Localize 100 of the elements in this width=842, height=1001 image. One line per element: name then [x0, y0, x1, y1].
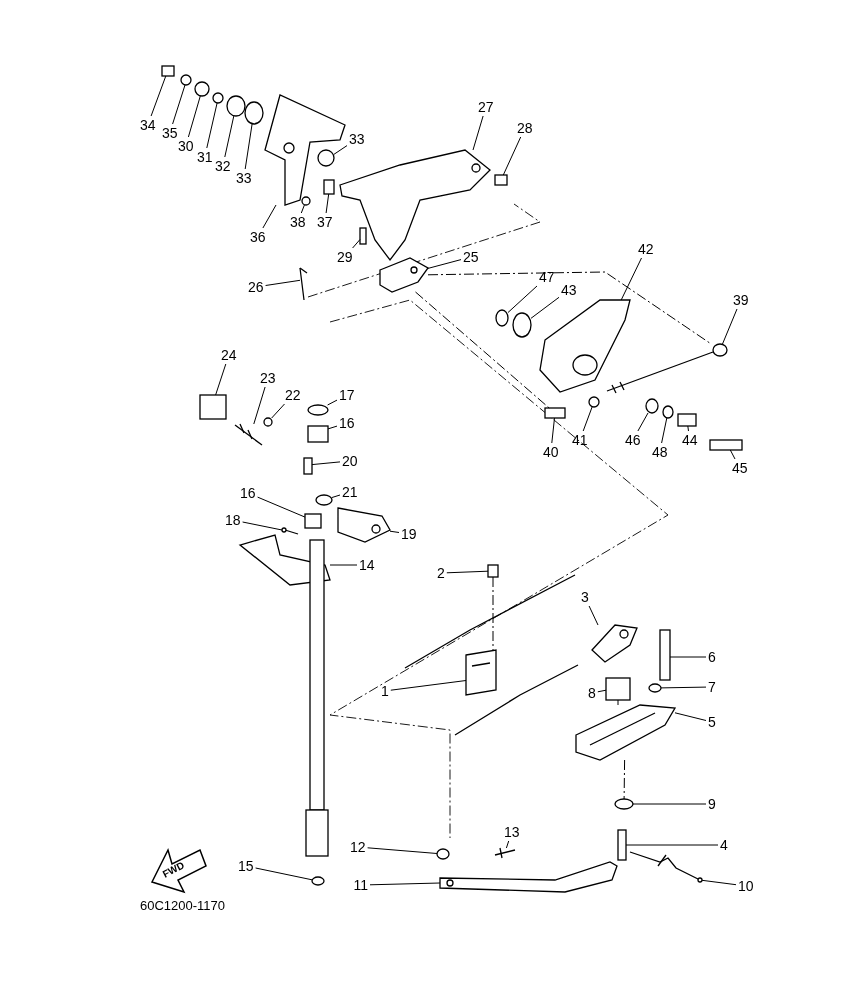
callout-number: 24: [221, 347, 237, 363]
washer-drawing: [662, 405, 674, 419]
leader-line: [242, 521, 283, 531]
bushing-drawing: [226, 95, 246, 117]
leader-line: [150, 75, 167, 117]
clip-drawing: [494, 847, 516, 859]
callout-number: 42: [638, 241, 654, 257]
washer-drawing: [301, 196, 311, 206]
bolt-drawing: [487, 564, 499, 578]
callout-number: 5: [708, 714, 716, 730]
callout-number: 48: [652, 444, 668, 460]
callout-number: 7: [708, 679, 716, 695]
leader-line: [701, 879, 737, 886]
nut-drawing: [588, 396, 600, 408]
leader-line: [265, 279, 301, 286]
lever-drawing: [439, 861, 618, 893]
callout-number: 21: [342, 484, 358, 500]
callout-number: 9: [708, 796, 716, 812]
pin-drawing: [281, 527, 299, 535]
bolt-drawing: [323, 179, 335, 195]
assembly-line: [617, 699, 619, 706]
leader-line: [300, 204, 305, 214]
assembly-line: [623, 759, 626, 800]
callout-number: 34: [140, 117, 156, 133]
leader-line: [582, 406, 593, 432]
washer-drawing: [212, 92, 224, 104]
leader-line: [253, 386, 266, 425]
leader-line: [505, 840, 510, 849]
washer-drawing: [307, 404, 329, 416]
clip-drawing: [299, 267, 308, 301]
leader-line: [687, 425, 689, 432]
assembly-line: [427, 271, 712, 345]
callout-number: 36: [250, 229, 266, 245]
washer-drawing: [194, 81, 210, 97]
bolt-drawing: [659, 629, 671, 681]
callout-number: 12: [350, 839, 366, 855]
bolt-drawing: [303, 457, 313, 475]
washer-drawing: [180, 74, 192, 86]
callout-number: 27: [478, 99, 494, 115]
joint-drawing: [544, 407, 566, 419]
callout-number: 4: [720, 837, 728, 853]
leader-line: [427, 259, 462, 269]
leader-line: [472, 115, 484, 151]
callout-number: 30: [178, 138, 194, 154]
callout-number: 13: [504, 824, 520, 840]
callout-number: 16: [240, 485, 256, 501]
bolt-drawing: [161, 65, 175, 77]
joint-drawing: [379, 257, 429, 293]
leader-line: [625, 844, 719, 846]
callout-number: 11: [353, 877, 369, 893]
leader-line: [333, 145, 348, 155]
bushing-drawing: [244, 101, 264, 125]
leader-line: [502, 136, 522, 176]
direction-label: FWD: [160, 859, 187, 880]
callout-number: 33: [236, 170, 252, 186]
leader-line: [530, 296, 560, 319]
callout-number: 20: [342, 453, 358, 469]
callout-number: 40: [543, 444, 559, 460]
callout-number: 29: [337, 249, 353, 265]
callout-number: 38: [290, 214, 306, 230]
callout-number: 43: [561, 282, 577, 298]
washer-drawing: [645, 398, 659, 414]
callout-number: 31: [197, 149, 213, 165]
pin-drawing: [617, 829, 627, 861]
callout-number: 46: [625, 432, 641, 448]
callout-number: 1: [381, 683, 389, 699]
leader-line: [311, 461, 341, 466]
bolt-drawing: [494, 174, 508, 186]
washer-drawing: [311, 876, 325, 886]
bolt-drawing: [709, 439, 743, 451]
leader-line: [262, 204, 277, 229]
leader-line: [551, 417, 555, 444]
leader-line: [446, 570, 489, 574]
collar-drawing: [677, 413, 697, 427]
callout-number: 32: [215, 158, 231, 174]
callout-number: 6: [708, 649, 716, 665]
leader-line: [206, 102, 218, 149]
shift-rod-drawing: [238, 534, 331, 857]
leader-line: [632, 803, 707, 805]
leader-line: [660, 686, 707, 689]
leader-line: [369, 882, 441, 886]
bushing-drawing: [304, 513, 322, 529]
bushing-drawing: [307, 425, 329, 443]
callout-number: 41: [572, 432, 588, 448]
joint-drawing: [591, 624, 638, 663]
callout-number: 23: [260, 370, 276, 386]
leader-line: [331, 494, 341, 498]
callout-number: 8: [588, 685, 596, 701]
leader-line: [674, 712, 707, 721]
bracket-drawing: [264, 94, 346, 206]
lever-drawing: [339, 149, 491, 262]
lever-drawing: [337, 507, 391, 543]
callout-number: 22: [285, 387, 301, 403]
leader-line: [669, 656, 707, 658]
washer-drawing: [315, 494, 333, 506]
leader-line: [389, 530, 400, 533]
pin-drawing: [359, 227, 367, 245]
callout-number: 44: [682, 432, 698, 448]
leader-line: [352, 239, 361, 249]
washer-drawing: [614, 798, 634, 810]
